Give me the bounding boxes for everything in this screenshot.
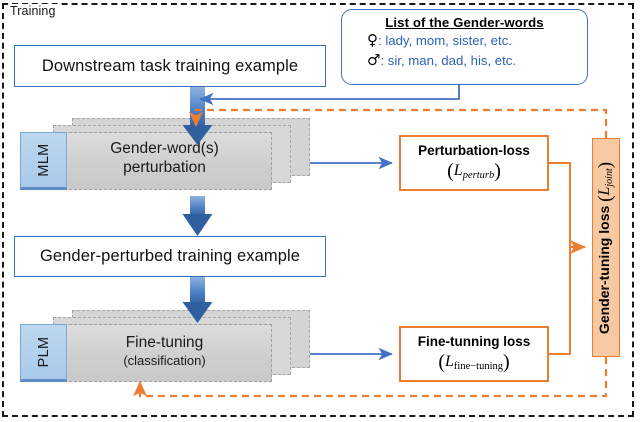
gender-tuning-loss-text: Gender-tuning loss (Ljoint) <box>595 161 617 333</box>
gender-perturbed-label: Gender-perturbed training example <box>39 247 301 265</box>
mlm-sheet-front <box>34 132 272 190</box>
gender-tuning-loss-title: Gender-tuning loss <box>596 201 612 334</box>
plm-block: PLM Fine-tuning (classification) <box>20 310 310 392</box>
finetuning-loss-math: (Lfine−tuning) <box>438 350 510 373</box>
gender-words-legend: List of the Gender-words ♀: lady, mom, s… <box>341 9 588 85</box>
plm-block-label: Fine-tuning (classification) <box>67 334 262 369</box>
gender-tuning-loss-box: Gender-tuning loss (Ljoint) <box>592 138 620 357</box>
joint-math-base: L <box>596 186 613 196</box>
gender-tuning-loss-math: (Ljoint) <box>595 161 616 202</box>
mlm-tab: MLM <box>20 132 67 190</box>
downstream-task-training-example-box: Downstream task training example <box>14 45 326 87</box>
training-frame <box>2 3 634 417</box>
plm-line-2: (classification) <box>123 352 206 368</box>
perturbation-loss-math: (Lperturb) <box>447 159 501 182</box>
plm-tab: PLM <box>20 324 67 382</box>
training-label: Training <box>8 4 58 18</box>
mlm-block-label: Gender-word(s) perturbation <box>67 140 262 178</box>
male-icon: ♂ <box>367 50 381 69</box>
legend-row-male: ♂: sir, man, dad, his, etc. <box>342 51 587 71</box>
finetuning-loss-math-sub: fine−tuning <box>453 360 503 372</box>
female-words: : lady, mom, sister, etc. <box>378 33 512 48</box>
finetuning-loss-title: Fine-tunning loss <box>417 334 531 350</box>
perturbation-loss-box: Perturbation-loss (Lperturb) <box>399 135 549 191</box>
joint-math-sub: joint <box>604 167 615 187</box>
mlm-block: MLM Gender-word(s) perturbation <box>20 118 310 198</box>
gender-perturbed-training-example-box: Gender-perturbed training example <box>14 236 326 277</box>
perturbation-loss-title: Perturbation-loss <box>418 143 530 159</box>
perturbation-loss-math-base: L <box>453 161 463 179</box>
mlm-tab-label: MLM <box>35 143 52 177</box>
finetuning-loss-math-base: L <box>445 352 454 370</box>
plm-line-1: Fine-tuning <box>125 334 204 351</box>
downstream-task-label: Downstream task training example <box>41 56 299 75</box>
female-icon: ♀ <box>367 31 378 49</box>
mlm-line-2: perturbation <box>123 158 206 176</box>
perturbation-loss-math-sub: perturb <box>462 169 495 181</box>
legend-row-female: ♀: lady, mom, sister, etc. <box>342 31 587 51</box>
mlm-line-1: Gender-word(s) <box>110 140 219 157</box>
legend-title: List of the Gender-words <box>385 15 544 30</box>
plm-tab-label: PLM <box>35 336 52 368</box>
finetuning-loss-box: Fine-tunning loss (Lfine−tuning) <box>399 326 549 382</box>
male-words: : sir, man, dad, his, etc. <box>380 52 517 68</box>
